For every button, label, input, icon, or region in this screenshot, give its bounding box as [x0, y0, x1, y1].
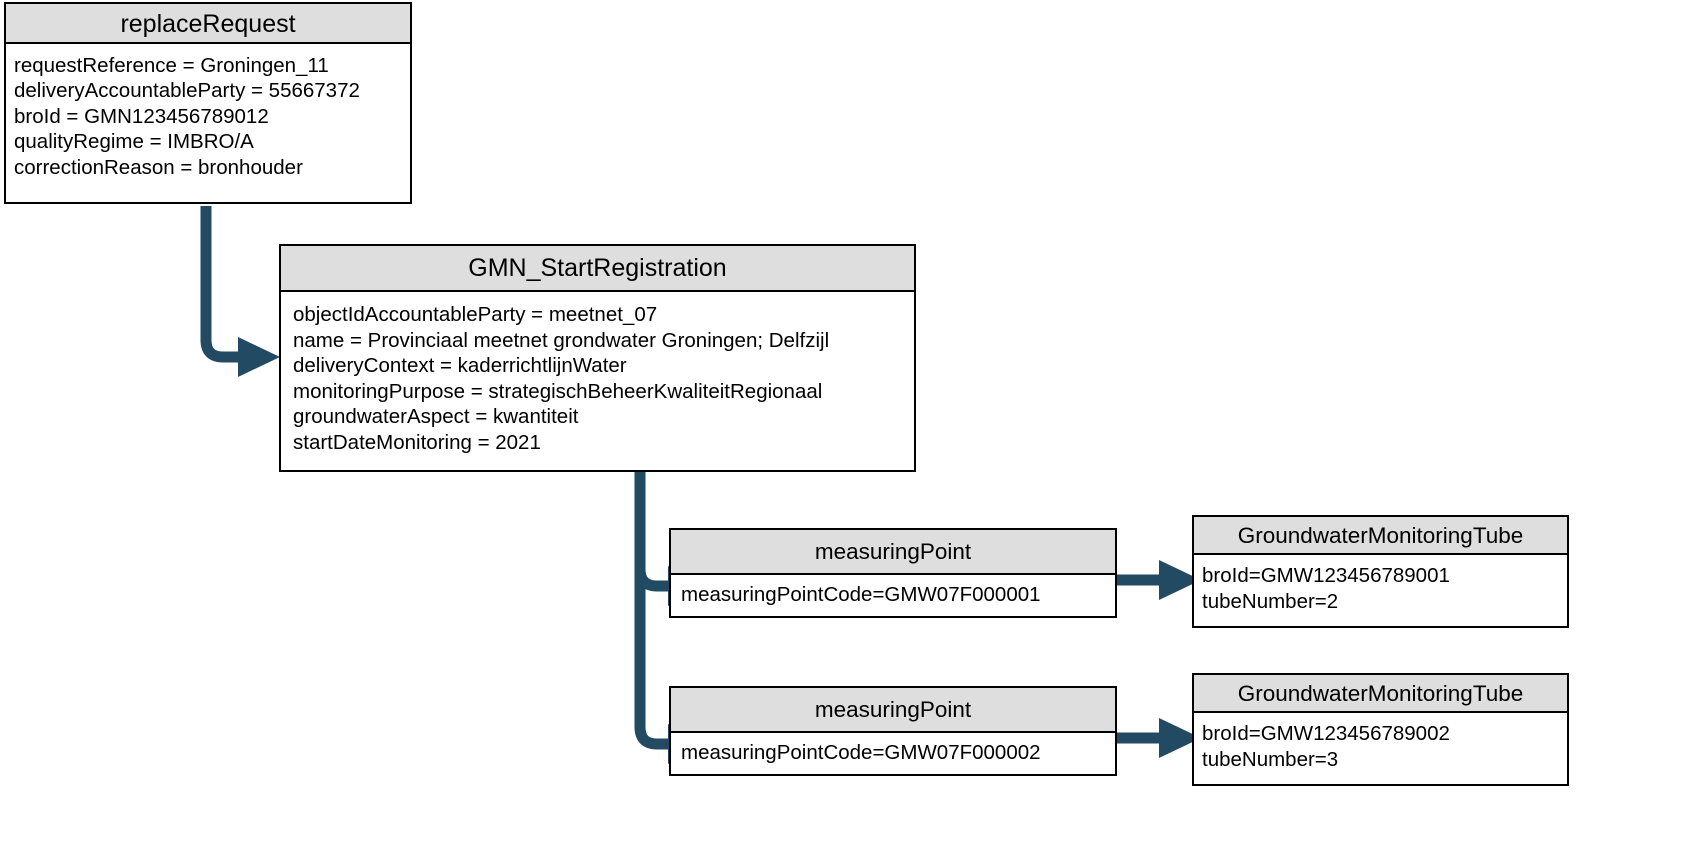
attribute-measuring-point-code-2: measuringPointCode=GMW07F000002 [681, 741, 1041, 764]
box-measuring-point-1-title: measuringPoint [671, 530, 1115, 575]
box-gmn-start-registration-body: objectIdAccountableParty = meetnet_07 na… [281, 292, 914, 456]
attribute-quality-regime: qualityRegime = IMBRO/A [14, 130, 254, 154]
box-groundwater-monitoring-tube-1-title: GroundwaterMonitoringTube [1194, 517, 1567, 555]
box-groundwater-monitoring-tube-1[interactable]: GroundwaterMonitoringTube broId=GMW12345… [1192, 515, 1569, 628]
attribute-object-id-accountable-party: objectIdAccountableParty = meetnet_07 [293, 303, 658, 326]
attribute-measuring-point-code-1: measuringPointCode=GMW07F000001 [681, 583, 1041, 606]
box-replace-request[interactable]: replaceRequest requestReference = Gronin… [4, 2, 412, 204]
box-groundwater-monitoring-tube-2-title: GroundwaterMonitoringTube [1194, 675, 1567, 713]
box-gmn-start-registration-title: GMN_StartRegistration [281, 246, 914, 292]
attribute-delivery-accountable-party: deliveryAccountableParty = 55667372 [14, 79, 360, 103]
attribute-tube-1-bro-id: broId=GMW123456789001 [1202, 564, 1450, 587]
box-replace-request-title: replaceRequest [6, 4, 410, 44]
attribute-tube-2-tube-number: tubeNumber=3 [1202, 747, 1339, 771]
box-measuring-point-2[interactable]: measuringPoint measuringPointCode=GMW07F… [669, 686, 1117, 776]
attribute-monitoring-purpose: monitoringPurpose = strategischBeheerKwa… [293, 379, 823, 403]
attribute-delivery-context: deliveryContext = kaderrichtlijnWater [293, 354, 627, 378]
attribute-tube-1-tube-number: tubeNumber=2 [1202, 589, 1339, 613]
box-measuring-point-2-body: measuringPointCode=GMW07F000002 [671, 733, 1115, 766]
attribute-bro-id: broId = GMN123456789012 [14, 104, 269, 128]
attribute-start-date-monitoring: startDateMonitoring = 2021 [293, 430, 541, 454]
box-replace-request-body: requestReference = Groningen_11 delivery… [6, 44, 410, 181]
attribute-correction-reason: correctionReason = bronhouder [14, 155, 303, 179]
attribute-groundwater-aspect: groundwaterAspect = kwantiteit [293, 405, 579, 429]
box-gmn-start-registration[interactable]: GMN_StartRegistration objectIdAccountabl… [279, 244, 916, 472]
box-measuring-point-2-title: measuringPoint [671, 688, 1115, 733]
box-groundwater-monitoring-tube-1-body: broId=GMW123456789001 tubeNumber=2 [1194, 555, 1567, 614]
box-groundwater-monitoring-tube-2-body: broId=GMW123456789002 tubeNumber=3 [1194, 713, 1567, 772]
box-measuring-point-1[interactable]: measuringPoint measuringPointCode=GMW07F… [669, 528, 1117, 618]
attribute-name: name = Provinciaal meetnet grondwater Gr… [293, 328, 830, 352]
attribute-request-reference: requestReference = Groningen_11 [14, 54, 329, 77]
box-groundwater-monitoring-tube-2[interactable]: GroundwaterMonitoringTube broId=GMW12345… [1192, 673, 1569, 786]
box-measuring-point-1-body: measuringPointCode=GMW07F000001 [671, 575, 1115, 608]
attribute-tube-2-bro-id: broId=GMW123456789002 [1202, 722, 1450, 745]
